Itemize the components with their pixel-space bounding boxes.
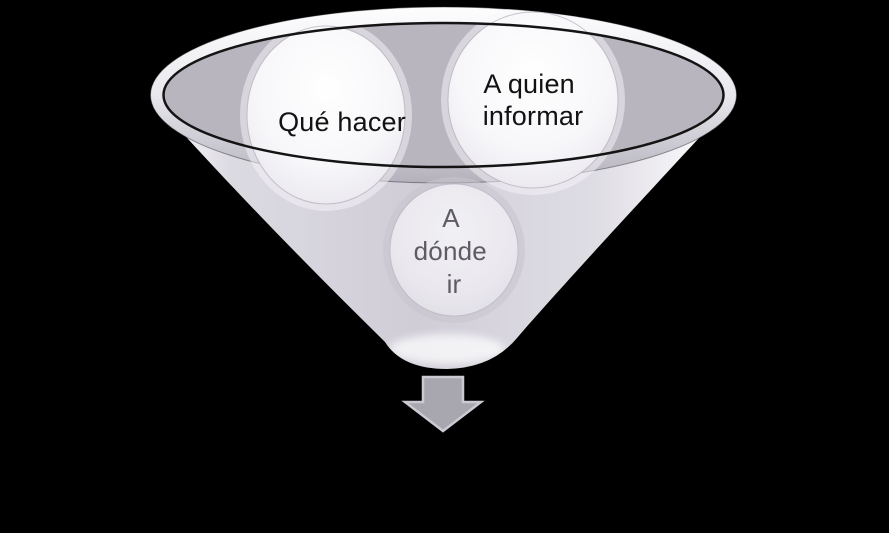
label-line: ir	[447, 269, 462, 299]
label-line: A quien	[483, 69, 574, 99]
label-que-hacer: Qué hacer	[278, 107, 406, 137]
label-line: dónde	[414, 236, 487, 266]
down-arrow-icon	[401, 375, 485, 433]
bubble-a-quien-informar	[441, 7, 625, 195]
bubble-body	[447, 11, 619, 189]
bubble-body	[389, 183, 519, 317]
funnel-opening-outline	[162, 21, 725, 169]
bubble-body	[246, 25, 406, 205]
bubble-a-donde-ir	[383, 177, 525, 323]
label-line: Qué hacer	[278, 107, 406, 137]
label-a-quien-informar: A quien informar	[483, 69, 584, 131]
label-line: A	[442, 203, 460, 233]
label-a-donde-ir: A dónde ir	[414, 203, 495, 299]
bubble-que-hacer	[240, 19, 412, 211]
label-line: informar	[483, 101, 584, 131]
spout-highlight	[389, 334, 505, 364]
